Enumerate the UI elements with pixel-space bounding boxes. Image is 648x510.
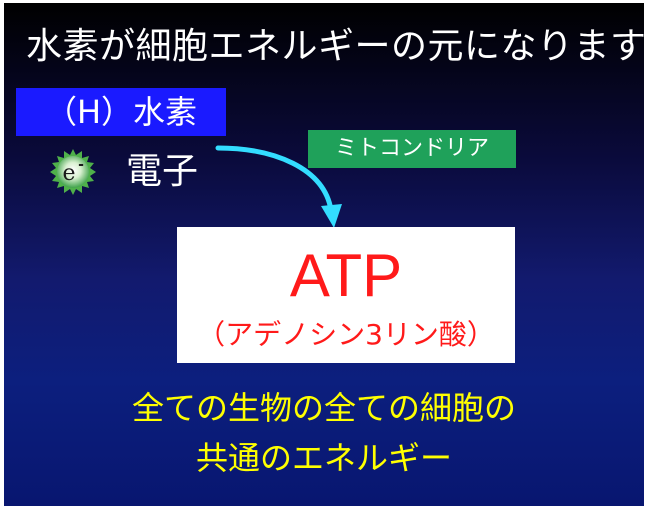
hydrogen-box: （H）水素 xyxy=(16,88,226,136)
bottom-line-1: 全ての生物の全ての細胞の xyxy=(131,389,516,427)
electron-icon: e - xyxy=(50,149,96,195)
curved-arrow xyxy=(215,145,342,228)
bottom-line-2: 共通のエネルギー xyxy=(195,439,452,477)
electron-symbol: e xyxy=(62,161,75,186)
slide-title: 水素が細胞エネルギーの元になります xyxy=(26,26,644,67)
bottom-caption: 全ての生物の全ての細胞の 共通のエネルギー xyxy=(4,383,644,483)
slide: 水素が細胞エネルギーの元になります （H）水素 e - 電子 ミトコンドリア A… xyxy=(4,3,644,506)
mitochondria-box: ミトコンドリア xyxy=(308,130,516,168)
atp-title: ATP xyxy=(289,242,403,309)
atp-subtitle: （アデノシン3リン酸） xyxy=(197,318,495,351)
electron-superscript: - xyxy=(78,157,84,173)
electron-label: 電子 xyxy=(126,151,199,192)
atp-box: ATP （アデノシン3リン酸） xyxy=(177,227,515,363)
